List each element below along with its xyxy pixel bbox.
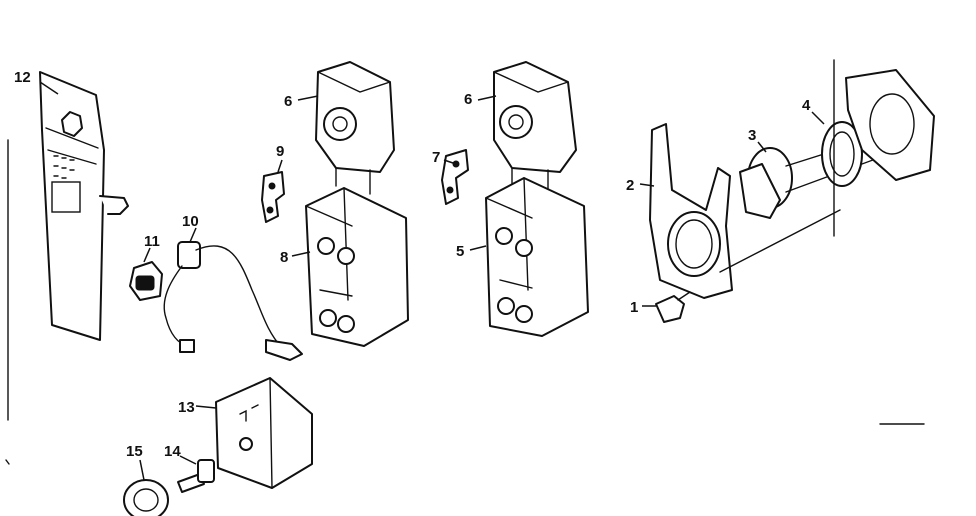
tank-flange-housing: [719, 59, 935, 273]
callout-1: 1: [630, 299, 638, 316]
part-15-knob: [123, 479, 169, 516]
leader-lines: [39, 81, 825, 481]
callout-8: 8: [280, 249, 288, 266]
callout-15: 15: [126, 443, 143, 460]
part-6-thermostat-left: [315, 61, 395, 195]
part-9-clip: [261, 171, 285, 223]
callout-14: 14: [164, 443, 181, 460]
part-2-mounting-bracket: [649, 123, 733, 299]
callout-7: 7: [432, 149, 440, 166]
callout-5: 5: [456, 243, 464, 260]
callout-12: 12: [14, 69, 31, 86]
part-1-bolt: [655, 291, 691, 323]
left-margin-mark: [5, 139, 10, 465]
callout-2: 2: [626, 177, 634, 194]
callout-11: 11: [144, 233, 160, 250]
callout-4: 4: [802, 97, 811, 114]
callout-6-left: 6: [284, 93, 292, 110]
part-13-cover-plate: [215, 377, 313, 489]
part-7-clip: [441, 149, 469, 205]
callout-13: 13: [178, 399, 195, 416]
part-6-thermostat-right: [493, 61, 577, 195]
part-8-lower-thermostat: [305, 187, 409, 347]
part-12-front-cover: [39, 71, 129, 341]
part-11-terminal-block: [129, 261, 163, 301]
callout-3: 3: [748, 127, 756, 144]
callout-9: 9: [276, 143, 284, 160]
part-14-knob-shaft: [177, 459, 215, 493]
part-5-upper-thermostat: [485, 177, 589, 337]
callout-10: 10: [182, 213, 199, 230]
callout-6-right: 6: [464, 91, 472, 108]
part-10-wire-assembly: [163, 241, 303, 361]
part-4-gasket: [821, 121, 863, 187]
part-3-heating-element: [739, 129, 901, 219]
